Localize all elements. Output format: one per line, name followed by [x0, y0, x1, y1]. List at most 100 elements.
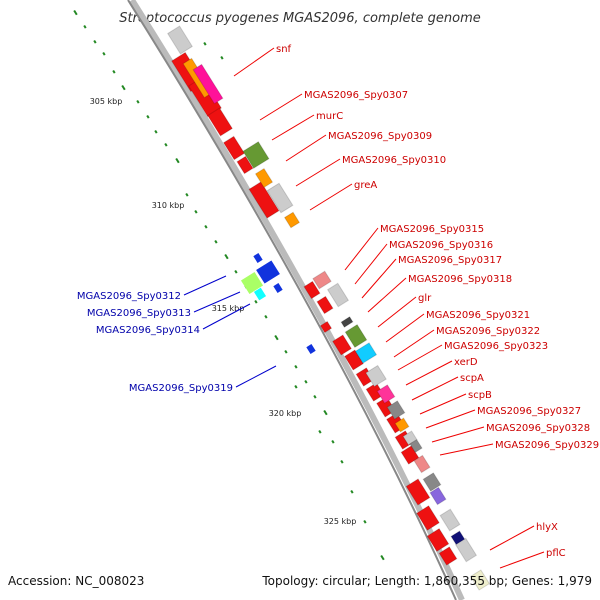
tick-mark: [83, 24, 87, 29]
gene-feature: [254, 167, 274, 189]
gene-feature: [240, 271, 264, 295]
kbp-label: 325 kbp: [324, 517, 357, 526]
tick-mark: [274, 335, 279, 341]
gene-feature: [253, 287, 267, 301]
tick-mark: [224, 254, 229, 260]
tick-mark: [318, 429, 322, 434]
forward-gene-label: MGAS2096_Spy0310: [342, 155, 446, 166]
forward-gene-label: snf: [276, 44, 292, 55]
reverse-gene-label: MGAS2096_Spy0312: [77, 291, 181, 302]
forward-gene-label: MGAS2096_Spy0321: [426, 310, 530, 321]
label-leader: [354, 243, 388, 285]
label-leader: [425, 409, 476, 429]
reverse-gene-labels: MGAS2096_Spy0312MGAS2096_Spy0313MGAS2096…: [77, 291, 233, 394]
label-leader: [295, 158, 341, 187]
label-leader: [393, 329, 435, 358]
summary-text: Topology: circular; Length: 1,860,355 bp…: [261, 574, 592, 588]
gene-feature: [344, 323, 368, 349]
kbp-label: 310 kbp: [152, 201, 185, 210]
label-leader: [439, 443, 494, 456]
forward-gene-labels: snfMGAS2096_Spy0307murCMGAS2096_Spy0309M…: [276, 44, 599, 559]
tick-mark: [93, 40, 97, 44]
label-leader: [344, 227, 379, 271]
tick-mark: [136, 99, 140, 104]
forward-gene-label: MGAS2096_Spy0318: [408, 274, 512, 285]
gene-feature: [273, 283, 283, 293]
label-leader: [259, 93, 303, 121]
gene-feature: [416, 505, 440, 531]
tick-mark: [363, 519, 367, 524]
forward-gene-label: MGAS2096_Spy0307: [304, 90, 408, 101]
label-leader: [419, 393, 467, 415]
gene-feature: [316, 295, 334, 315]
forward-gene-label: MGAS2096_Spy0317: [398, 255, 502, 266]
tick-mark: [220, 56, 224, 60]
label-leader: [489, 525, 535, 551]
forward-gene-label: MGAS2096_Spy0315: [380, 224, 484, 235]
tick-mark: [340, 460, 344, 464]
gene-feature: [306, 344, 316, 354]
tick-mark: [175, 158, 180, 164]
forward-gene-label: MGAS2096_Spy0323: [444, 341, 548, 352]
label-leader: [431, 426, 485, 443]
gene-feature: [439, 508, 461, 532]
tick-mark: [146, 115, 150, 119]
tick-mark: [185, 192, 189, 197]
label-leader: [385, 313, 425, 343]
gene-feature: [253, 253, 263, 263]
tick-mark: [112, 70, 116, 74]
forward-gene-label: MGAS2096_Spy0309: [328, 131, 432, 142]
tick-mark: [323, 410, 328, 416]
label-leaders: [183, 47, 545, 569]
backbone-inner: [127, 0, 457, 600]
forward-gene-label: MGAS2096_Spy0328: [486, 423, 590, 434]
forward-gene-label: pflC: [546, 548, 566, 559]
gene-feature: [167, 25, 193, 55]
label-leader: [499, 551, 545, 569]
reverse-gene-label: MGAS2096_Spy0319: [129, 383, 233, 394]
gene-feature: [438, 546, 458, 566]
gene-feature: [326, 282, 350, 308]
label-leader: [309, 183, 353, 211]
gene-feature: [469, 569, 491, 591]
gene-feature: [354, 342, 378, 364]
forward-gene-label: scpA: [460, 373, 484, 384]
gene-feature: [312, 270, 332, 290]
tick-mark: [203, 42, 207, 46]
label-leader: [377, 296, 417, 328]
label-leader: [271, 114, 315, 141]
tick-mark: [102, 52, 106, 56]
forward-gene-label: hlyX: [536, 522, 558, 533]
gene-feature: [207, 107, 233, 137]
gene-feature: [222, 135, 246, 161]
gene-feature: [340, 316, 354, 328]
forward-gene-label: xerD: [454, 357, 478, 368]
gene-feature: [331, 334, 353, 356]
label-leader: [367, 277, 407, 313]
tick-mark: [214, 239, 218, 244]
forward-gene-label: greA: [354, 180, 377, 191]
forward-gene-label: MGAS2096_Spy0322: [436, 326, 540, 337]
gene-feature: [192, 63, 224, 105]
forward-gene-label: MGAS2096_Spy0316: [389, 240, 493, 251]
label-leader: [285, 134, 327, 162]
tick-mark: [380, 555, 385, 561]
forward-gene-label: scpB: [468, 390, 492, 401]
kbp-label: 320 kbp: [269, 409, 302, 418]
reverse-gene-label: MGAS2096_Spy0314: [96, 325, 200, 336]
forward-gene-label: glr: [418, 293, 432, 304]
gene-feature: [242, 141, 270, 169]
tick-mark: [234, 269, 238, 274]
gene-feature: [256, 260, 280, 284]
reverse-gene-label: MGAS2096_Spy0313: [87, 308, 191, 319]
gene-feature: [454, 537, 478, 563]
map-title: Streptococcus pyogenes MGAS2096, complet…: [119, 11, 481, 26]
forward-gene-label: MGAS2096_Spy0329: [495, 440, 599, 451]
gene-feature: [376, 384, 396, 404]
gene-feature: [283, 211, 301, 229]
kbp-label: 305 kbp: [90, 97, 123, 106]
tick-mark: [194, 209, 198, 214]
tick-mark: [284, 350, 288, 354]
